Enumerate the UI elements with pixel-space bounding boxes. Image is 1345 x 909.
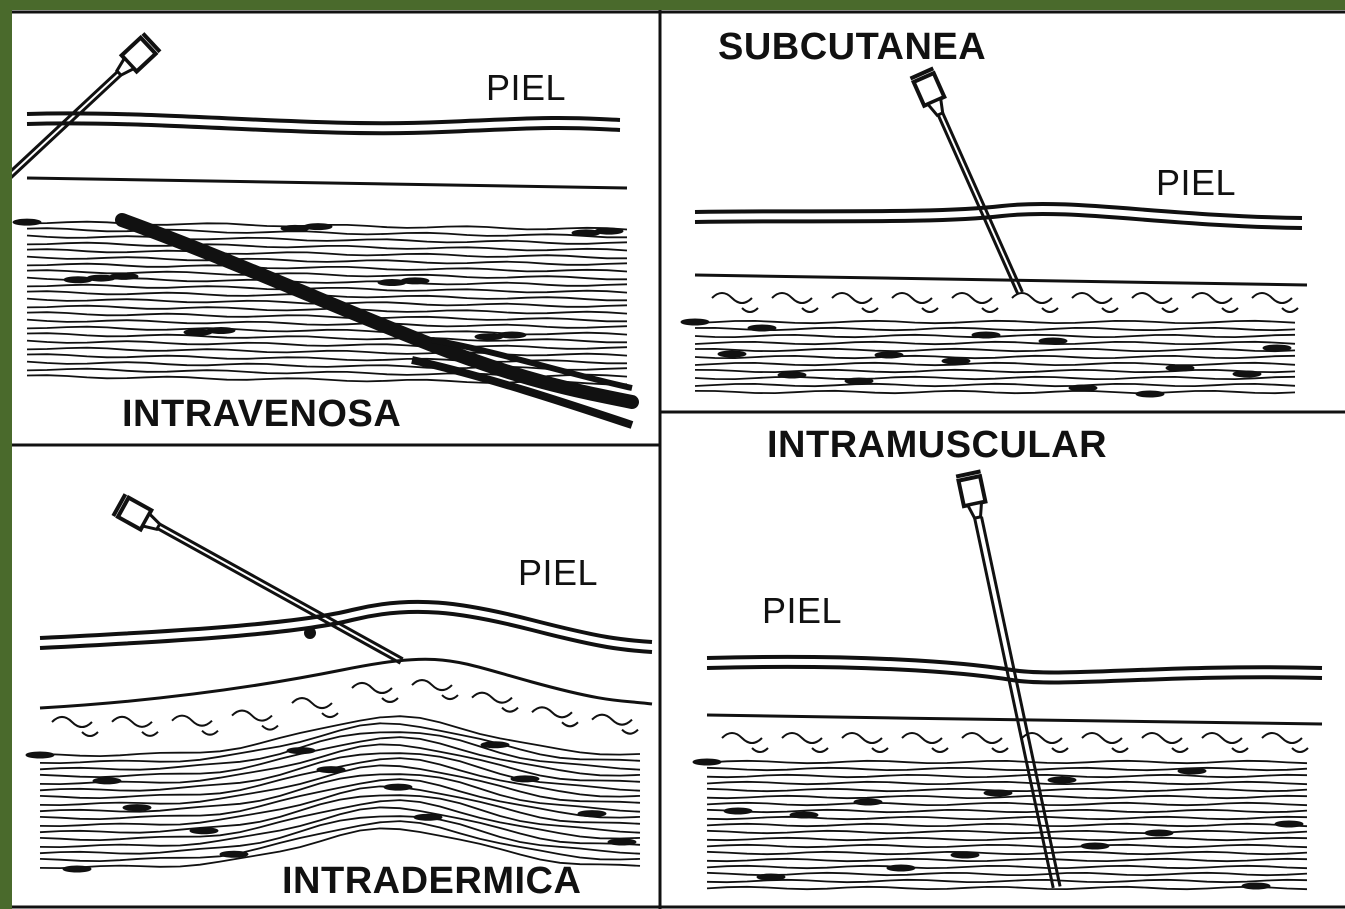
dermis-line	[40, 659, 652, 708]
subcutanea-skin-label: PIEL	[1156, 165, 1236, 201]
diagram-frame: PIEL INTRAVENOSA SUBCUTANEA PIEL PIEL IN…	[12, 10, 1345, 909]
intravenosa-title: INTRAVENOSA	[122, 395, 401, 433]
injection-diagram-art	[12, 10, 1345, 909]
muscle-layer	[26, 716, 640, 872]
fat-tissue-marks	[52, 680, 638, 736]
subcutaneous-line	[695, 275, 1307, 285]
fat-tissue-marks	[712, 293, 1298, 312]
intravenosa-skin-label: PIEL	[486, 70, 566, 106]
syringe	[112, 494, 407, 672]
skin-layer	[27, 113, 620, 133]
panel-intramuscular-art	[693, 470, 1322, 890]
panel-dividers	[12, 10, 1345, 909]
skin-layer	[695, 204, 1302, 228]
muscle-layer	[693, 759, 1307, 889]
subcutaneous-line	[707, 715, 1322, 724]
panel-subcutanea-art	[681, 67, 1307, 397]
fat-tissue-marks	[722, 733, 1308, 752]
intradermica-title: INTRADERMICA	[282, 862, 581, 900]
subcutanea-title: SUBCUTANEA	[718, 28, 986, 66]
wheal	[304, 627, 316, 639]
intradermica-skin-label: PIEL	[518, 555, 598, 591]
syringe	[910, 67, 1030, 298]
intramuscular-skin-label: PIEL	[762, 593, 842, 629]
intramuscular-title: INTRAMUSCULAR	[767, 426, 1107, 464]
subcutaneous-line	[27, 178, 627, 188]
muscle-layer	[681, 319, 1295, 397]
panel-intradermica-art	[26, 494, 652, 872]
